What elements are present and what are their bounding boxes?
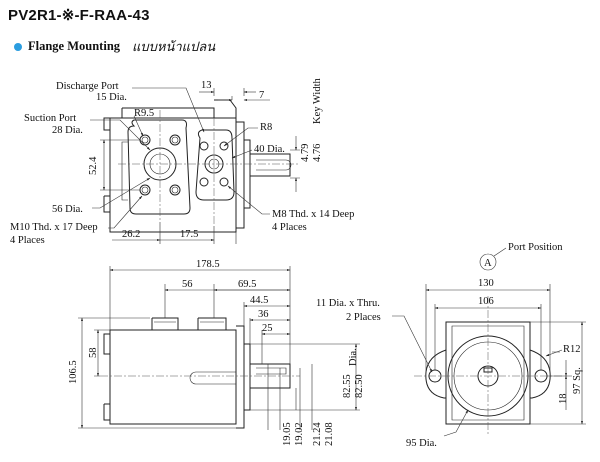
dim-2124: 21.24 <box>312 422 323 446</box>
dim-8255: 82.55 <box>342 374 353 398</box>
m8-places-label: 4 Places <box>272 222 307 233</box>
end-view: A Port Position 130 106 11 Dia. x Thru. … <box>316 242 586 449</box>
dim-7: 7 <box>259 90 264 101</box>
dim-1065: 106.5 <box>68 360 79 384</box>
dim-8250: 82.50 <box>354 374 365 398</box>
dim-479: 4.79 <box>300 144 311 162</box>
subtitle-thai: แบบหน้าแปลน <box>132 40 216 55</box>
dim-58: 58 <box>88 348 99 359</box>
dia40-label: 40 Dia. <box>254 144 285 155</box>
side-view: 178.5 56 69.5 44.5 36 25 106.5 58 19.05 … <box>68 259 365 446</box>
top-view: Discharge Port 15 Dia. Suction Port 28 D… <box>10 77 354 246</box>
dim-18: 18 <box>558 394 569 405</box>
r12-label: R12 <box>563 344 581 355</box>
dim-97sq: 97 Sq. <box>572 367 583 394</box>
dim-2108: 21.08 <box>324 422 335 446</box>
m10-places-label: 4 Places <box>10 235 45 246</box>
dim-445: 44.5 <box>250 295 268 306</box>
dim-695: 69.5 <box>238 279 256 290</box>
suction-port-label: Suction Port <box>24 113 76 124</box>
suction-dia-label: 28 Dia. <box>52 125 83 136</box>
page-title: PV2R1-※-F-RAA-43 <box>8 7 150 24</box>
key-width-label: Key Width <box>312 77 323 124</box>
dim-36: 36 <box>258 309 269 320</box>
dim-56: 56 <box>182 279 193 290</box>
r95-label: R9.5 <box>134 108 154 119</box>
discharge-port-label: Discharge Port <box>56 81 119 92</box>
subtitle-label: Flange Mounting <box>28 39 121 53</box>
dia-label: Dia. <box>348 348 359 366</box>
dim-1905: 19.05 <box>282 422 293 446</box>
dim-262: 26.2 <box>122 229 140 240</box>
port-letter: A <box>484 258 492 269</box>
dim-25: 25 <box>262 323 273 334</box>
section-subtitle: Flange Mounting แบบหน้าแปลน <box>14 36 215 57</box>
dia95-label: 95 Dia. <box>406 438 437 449</box>
dim-524: 52.4 <box>88 156 99 175</box>
m10-thread-label: M10 Thd. x 17 Deep <box>10 222 98 233</box>
dim-130: 130 <box>478 278 494 289</box>
dim-476: 4.76 <box>312 144 323 162</box>
dim-1785: 178.5 <box>196 259 220 270</box>
dim-106: 106 <box>478 296 494 307</box>
dia56-label: 56 Dia. <box>52 204 83 215</box>
r8-label: R8 <box>260 122 272 133</box>
dim-13: 13 <box>201 80 212 91</box>
m8-thread-label: M8 Thd. x 14 Deep <box>272 209 354 220</box>
bullet-icon <box>14 42 22 51</box>
hole-places-label: 2 Places <box>346 312 381 323</box>
discharge-dia-label: 15 Dia. <box>96 92 127 103</box>
dim-1902: 19.02 <box>294 422 305 446</box>
hole-label: 11 Dia. x Thru. <box>316 298 380 309</box>
port-position-label: Port Position <box>508 242 563 253</box>
dim-175: 17.5 <box>180 229 198 240</box>
